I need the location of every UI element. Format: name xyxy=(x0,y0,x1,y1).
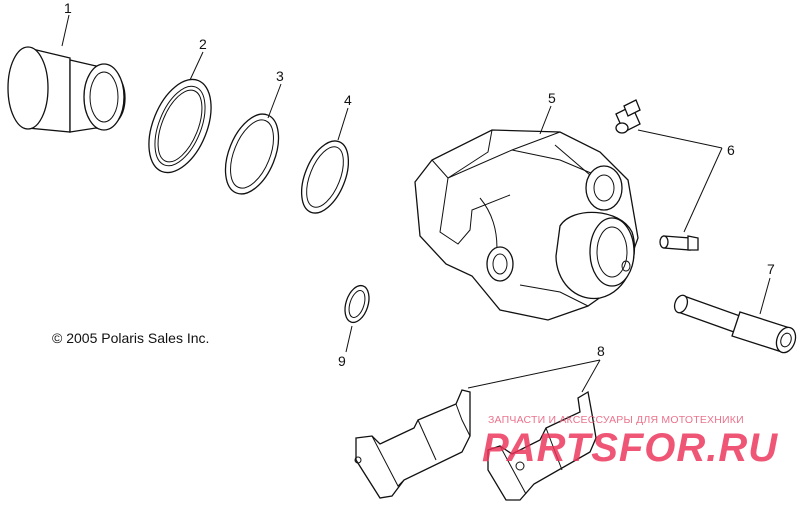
leader-lines xyxy=(61,14,771,393)
callout-9: 9 xyxy=(338,353,346,369)
copyright-notice: © 2005 Polaris Sales Inc. xyxy=(52,330,210,346)
piston xyxy=(7,46,126,133)
seal-large xyxy=(148,78,212,174)
brake-pad-left xyxy=(354,389,471,499)
bleeder-screw-lower xyxy=(659,235,699,251)
seal-medium xyxy=(224,113,280,195)
callout-5: 5 xyxy=(548,90,556,106)
watermark-logo: PARTSFOR.RU xyxy=(482,426,779,470)
watermark-subtitle: ЗАПЧАСТИ И АКСЕССУАРЫ ДЛЯ МОТОТЕХНИКИ xyxy=(488,414,744,426)
seal-small xyxy=(300,140,350,214)
brake-pad-right xyxy=(487,390,597,501)
callout-1: 1 xyxy=(64,0,72,16)
caliper-pin xyxy=(673,294,797,354)
callout-7: 7 xyxy=(767,261,775,277)
caliper-body xyxy=(414,129,639,321)
o-ring xyxy=(344,284,370,324)
callout-3: 3 xyxy=(276,68,284,84)
bleeder-screw-upper xyxy=(615,99,641,134)
callout-4: 4 xyxy=(344,92,352,108)
callout-2: 2 xyxy=(199,36,207,52)
callout-6: 6 xyxy=(727,142,735,158)
callout-8: 8 xyxy=(597,343,605,359)
